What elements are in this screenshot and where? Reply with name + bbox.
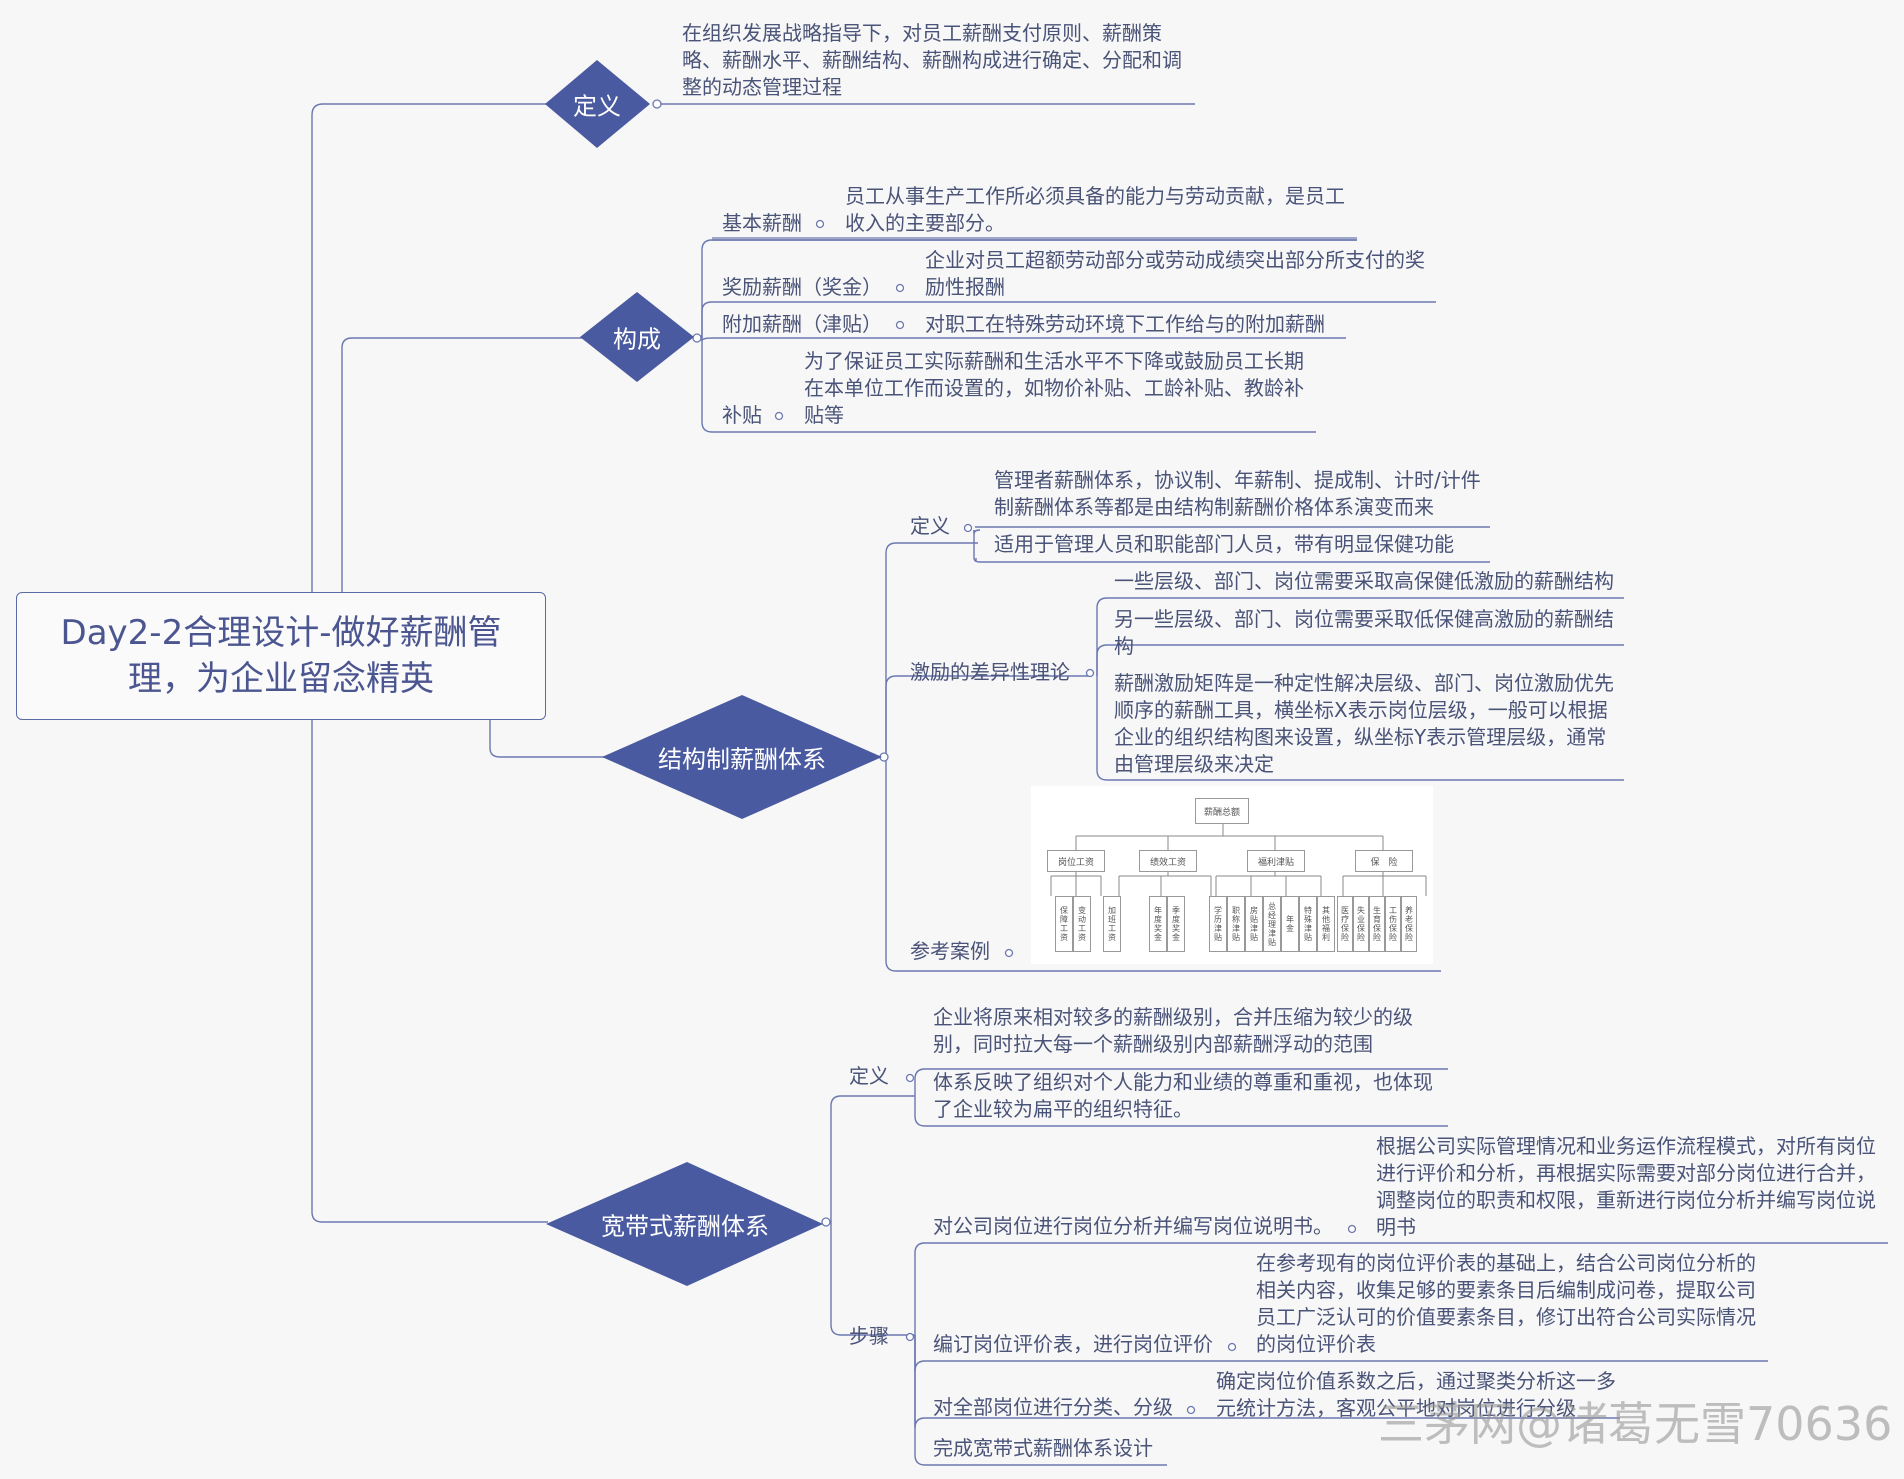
composition-node-shape: [580, 292, 694, 382]
composition-item-name: 基本薪酬: [722, 211, 802, 235]
broadband-node[interactable]: 宽带式薪酬体系: [601, 1212, 769, 1241]
case-leaf: 加班工资: [1103, 896, 1121, 952]
case-leaf: 变动工资: [1073, 896, 1091, 952]
case-leaf: 总经理津贴: [1263, 896, 1281, 952]
composition-item-desc: 企业对员工超额劳动部分或劳动成绩突出部分所支付的奖励性报酬: [925, 248, 1425, 299]
case-leaf: 医疗保险: [1337, 896, 1353, 952]
case-leaf: 年金: [1281, 896, 1299, 952]
broadband-definition-label: 定义: [849, 1064, 889, 1088]
structural-node-shape: [602, 695, 882, 819]
structural-definition-item: 管理者薪酬体系，协议制、年薪制、提成制、计时/计件制薪酬体系等都是由结构制薪酬价…: [994, 468, 1481, 519]
composition-item-desc: 为了保证员工实际薪酬和生活水平不下降或鼓励员工长期在本单位工作而设置的，如物价补…: [804, 349, 1304, 427]
case-group-box: 福利津贴: [1247, 850, 1305, 872]
case-leaf: 工伤保险: [1385, 896, 1401, 952]
definition-text: 在组织发展战略指导下，对员工薪酬支付原则、薪酬策略、薪酬水平、薪酬结构、薪酬构成…: [682, 21, 1182, 99]
broadband-step-name: 完成宽带式薪酬体系设计: [933, 1436, 1153, 1460]
broadband-node-shape: [546, 1162, 823, 1286]
composition-item-name: 附加薪酬（津贴）: [722, 312, 882, 336]
broadband-step-desc: 根据公司实际管理情况和业务运作流程模式，对所有岗位进行评价和分析，再根据实际需要…: [1376, 1134, 1876, 1239]
case-leaf: 其他福利: [1317, 896, 1335, 952]
broadband-steps-label: 步骤: [849, 1324, 889, 1348]
case-leaf: 房贴津贴: [1245, 896, 1263, 952]
case-leaf: 养老保险: [1401, 896, 1417, 952]
structural-theory-item: 另一些层级、部门、岗位需要采取低保健高激励的薪酬结构: [1114, 607, 1614, 658]
definition-node[interactable]: 定义: [573, 92, 621, 121]
structural-definition-label: 定义: [910, 514, 950, 538]
case-leaf: 特殊津贴: [1299, 896, 1317, 952]
case-group-box: 绩效工资: [1139, 850, 1197, 872]
case-leaf: 保障工资: [1055, 896, 1073, 952]
case-leaf: 年度奖金: [1149, 896, 1167, 952]
structural-case-label: 参考案例: [910, 939, 990, 963]
composition-node[interactable]: 构成: [613, 325, 661, 354]
watermark: 三茅网@诸葛无雪70636: [1378, 1397, 1893, 1451]
case-top-box: 薪酬总额: [1195, 798, 1249, 824]
case-leaf: 学历津贴: [1209, 896, 1227, 952]
case-leaf: 失业保险: [1353, 896, 1369, 952]
structural-theory-label: 激励的差异性理论: [910, 660, 1070, 684]
broadband-step-name: 对全部岗位进行分类、分级: [933, 1395, 1173, 1419]
broadband-definition-item: 体系反映了组织对个人能力和业绩的尊重和重视，也体现了企业较为扁平的组织特征。: [933, 1070, 1433, 1121]
case-leaf: 季度奖金: [1167, 896, 1185, 952]
composition-item-desc: 对职工在特殊劳动环境下工作给与的附加薪酬: [925, 312, 1325, 336]
broadband-step-desc: 在参考现有的岗位评价表的基础上，结合公司岗位分析的相关内容，收集足够的要素条目后…: [1256, 1251, 1756, 1356]
broadband-definition-item: 企业将原来相对较多的薪酬级别，合并压缩为较少的级别，同时拉大每一个薪酬级别内部薪…: [933, 1005, 1413, 1056]
broadband-step-name: 对公司岗位进行岗位分析并编写岗位说明书。: [933, 1214, 1333, 1238]
broadband-step-name: 编订岗位评价表，进行岗位评价: [933, 1332, 1213, 1356]
structural-theory-item: 薪酬激励矩阵是一种定性解决层级、部门、岗位激励优先顺序的薪酬工具，横坐标X表示岗…: [1114, 671, 1614, 776]
root-topic[interactable]: Day2-2合理设计-做好薪酬管理，为企业留念精英: [16, 592, 546, 720]
case-leaf: 生育保险: [1369, 896, 1385, 952]
case-group-box: 保 险: [1355, 850, 1413, 872]
case-leaf: 职称津贴: [1227, 896, 1245, 952]
composition-item-desc: 员工从事生产工作所必须具备的能力与劳动贡献，是员工收入的主要部分。: [845, 184, 1345, 235]
broadband-step-desc: 确定岗位价值系数之后，通过聚类分析这一多元统计方法，客观公平地对岗位进行分级: [1216, 1369, 1616, 1420]
case-group-box: 岗位工资: [1047, 850, 1105, 872]
structural-theory-item: 一些层级、部门、岗位需要采取高保健低激励的薪酬结构: [1114, 569, 1614, 593]
composition-item-name: 补贴: [722, 403, 762, 427]
structural-node[interactable]: 结构制薪酬体系: [658, 745, 826, 774]
case-image-lines: [1050, 824, 1427, 896]
composition-item-name: 奖励薪酬（奖金）: [722, 275, 882, 299]
structural-definition-item: 适用于管理人员和职能部门人员，带有明显保健功能: [994, 532, 1454, 556]
reference-case-image: 薪酬总额 岗位工资 绩效工资 福利津贴 保 险 保障工资 变动工资 加班工资 年…: [1031, 786, 1433, 964]
definition-node-shape: [545, 60, 650, 148]
